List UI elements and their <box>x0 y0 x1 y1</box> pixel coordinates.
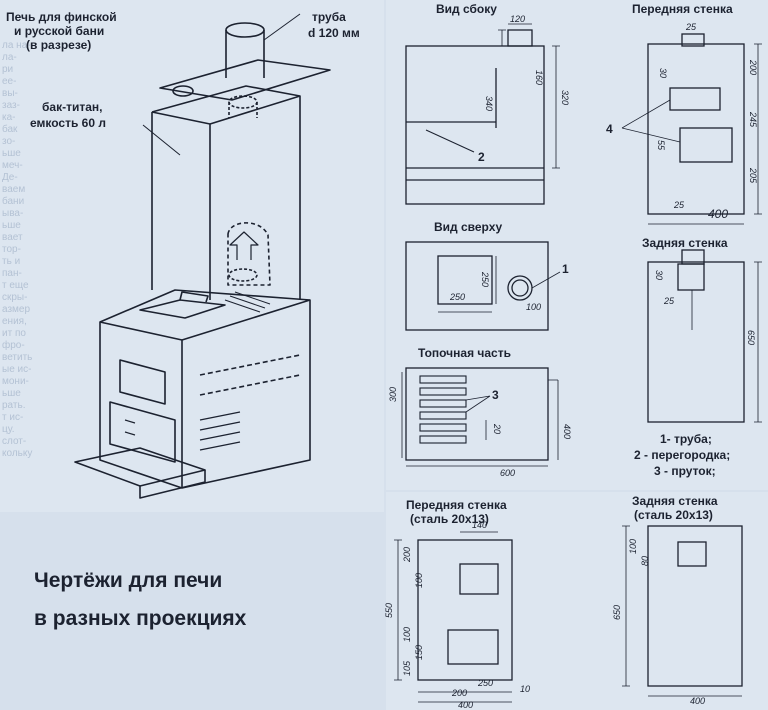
legend-item-1: 1- труба; <box>660 432 712 446</box>
stove-title-line-2: и русской бани <box>14 24 105 38</box>
side-view-title: Вид сбоку <box>436 2 497 16</box>
steel-front-dim-200-b: 200 <box>451 688 467 698</box>
top-dim-100: 100 <box>526 302 541 312</box>
steel-front-title-line-2: (сталь 20х13) <box>410 512 489 526</box>
caption-line-2: в разных проекциях <box>34 607 247 630</box>
side-dim-160: 160 <box>534 70 544 85</box>
front-dim-55: 55 <box>656 140 666 151</box>
side-dim-340: 340 <box>484 96 494 111</box>
steel-front-dim-100-b: 100 <box>402 627 412 642</box>
steel-back-dim-80: 80 <box>640 556 650 566</box>
steel-front-dim-150: 150 <box>414 645 424 660</box>
side-dim-120: 120 <box>510 14 525 24</box>
steel-back-title-line-2: (сталь 20х13) <box>634 508 713 522</box>
fire-dim-20: 20 <box>492 423 502 434</box>
back-wall-title: Задняя стенка <box>642 236 728 250</box>
firebox-title: Топочная часть <box>418 346 511 360</box>
steel-back-dim-650: 650 <box>612 605 622 620</box>
stove-title-line-1: Печь для финской <box>6 10 117 24</box>
background-text-left: ла на- ла- ри ее- вы- заз- ка- бак зо- ь… <box>2 40 33 459</box>
steel-front-title-line-1: Передняя стенка <box>406 498 507 512</box>
steel-back-dim-100: 100 <box>628 539 638 554</box>
steel-front-dim-250: 250 <box>477 678 493 688</box>
top-view-callout-1: 1 <box>562 262 569 276</box>
top-dim-250-b: 250 <box>480 271 490 287</box>
front-dim-200: 200 <box>748 59 758 75</box>
steel-front-dim-200: 200 <box>402 547 412 563</box>
tank-label-line-1: бак-титан, <box>42 100 103 114</box>
legend-item-2: 2 - перегородка; <box>634 448 731 462</box>
caption-line-1: Чертёжи для печи <box>34 569 223 592</box>
steel-back-title-line-1: Задняя стенка <box>632 494 718 508</box>
front-wall-title: Передняя стенка <box>632 2 733 16</box>
back-dim-25: 25 <box>663 296 675 306</box>
side-view-drawing: 120 160 340 320 250 250 100 300 20 400 6… <box>388 14 762 478</box>
pipe-label-line-1: труба <box>312 10 346 24</box>
top-view-title: Вид сверху <box>434 220 503 234</box>
steel-back-dim-400: 400 <box>690 696 705 706</box>
front-dim-245: 245 <box>748 111 758 128</box>
legend-item-3: 3 - пруток; <box>654 464 716 478</box>
fire-dim-300: 300 <box>388 387 398 402</box>
front-wall-callout-4: 4 <box>606 122 613 136</box>
steel-front-dim-140: 140 <box>472 520 487 530</box>
top-dim-250-a: 250 <box>449 292 465 302</box>
steel-front-dim-550: 550 <box>384 603 394 618</box>
stove-title-line-3: (в разрезе) <box>26 38 92 52</box>
pipe-label-line-2: d 120 мм <box>308 26 360 40</box>
front-dim-25-top: 25 <box>685 22 697 32</box>
front-dim-205: 205 <box>748 167 758 184</box>
back-dim-30: 30 <box>654 270 664 280</box>
side-view-callout-2: 2 <box>478 150 485 164</box>
back-dim-650: 650 <box>746 330 756 345</box>
steel-front-dim-100-a: 100 <box>414 573 424 588</box>
steel-front-dim-10: 10 <box>520 684 530 694</box>
steel-walls-drawing: 140 200 100 550 100 105 150 250 200 10 4… <box>384 520 743 710</box>
stove-isometric-drawing <box>74 13 331 499</box>
firebox-callout-3: 3 <box>492 388 499 402</box>
front-dim-400: 400 <box>708 207 728 221</box>
front-dim-25-bottom: 25 <box>673 200 685 210</box>
tank-label-line-2: емкость 60 л <box>30 116 106 130</box>
fire-dim-400: 400 <box>562 424 572 439</box>
front-dim-30: 30 <box>658 68 668 78</box>
steel-walls-panel <box>386 492 768 710</box>
steel-front-dim-400: 400 <box>458 700 473 710</box>
fire-dim-600: 600 <box>500 468 515 478</box>
side-dim-320: 320 <box>560 90 570 105</box>
steel-front-dim-105: 105 <box>402 660 412 676</box>
projections-panel <box>386 0 768 490</box>
isometric-panel: ла на- ла- ри ее- вы- заз- ка- бак зо- ь… <box>0 0 384 512</box>
